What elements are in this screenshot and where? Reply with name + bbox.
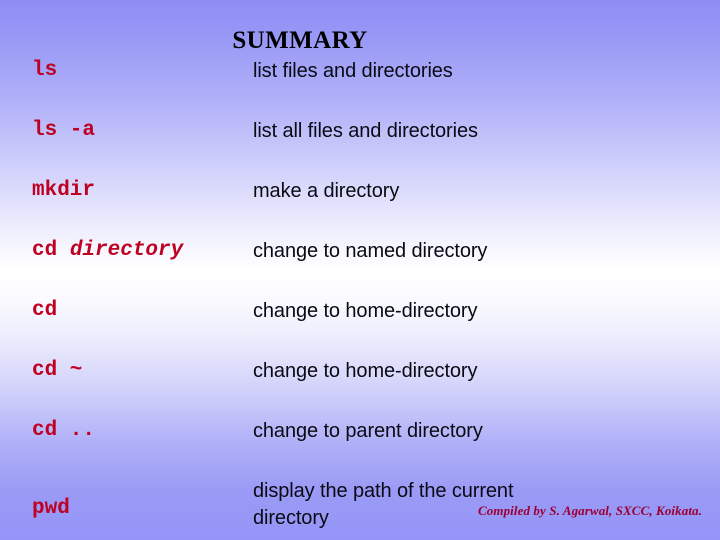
command-description: change to parent directory — [253, 418, 673, 445]
command-label: cd .. — [32, 418, 247, 444]
command-description: change to home-directory — [253, 358, 673, 385]
command-label: pwd — [32, 496, 247, 522]
table-row: cd directory change to named directory — [0, 238, 720, 298]
command-description: make a directory — [253, 178, 673, 205]
command-label: cd directory — [32, 238, 247, 264]
command-description: list files and directories — [253, 58, 673, 85]
command-description: change to named directory — [253, 238, 673, 265]
table-row: cd ~ change to home-directory — [0, 358, 720, 418]
table-row: ls list files and directories — [0, 58, 720, 118]
description-line-1: change to parent directory — [253, 420, 483, 442]
command-text: ls — [32, 59, 58, 82]
description-line-1: make a directory — [253, 180, 400, 202]
table-row: cd change to home-directory — [0, 298, 720, 358]
command-label: cd ~ — [32, 358, 247, 384]
command-description: display the path of the current directory — [253, 478, 673, 532]
command-description: change to home-directory — [253, 298, 673, 325]
command-text: cd — [32, 239, 70, 262]
command-text: cd .. — [32, 419, 96, 442]
command-text: mkdir — [32, 179, 96, 202]
slide-footer-credit: Compiled by S. Agarwal, SXCC, Koikata. — [478, 503, 702, 518]
table-row: ls -a list all files and directories — [0, 118, 720, 178]
description-line-1: change to home-directory — [253, 360, 478, 382]
command-text: pwd — [32, 497, 70, 520]
page-title: SUMMARY — [232, 27, 368, 54]
table-row: pwd display the path of the current direc… — [0, 472, 720, 532]
description-line-1: change to named directory — [253, 240, 488, 262]
description-line-1: list all files and directories — [253, 120, 478, 142]
command-description: list all files and directories — [253, 118, 673, 145]
table-row: cd .. change to parent directory — [0, 418, 720, 478]
command-label: mkdir — [32, 178, 247, 204]
command-label: cd — [32, 298, 247, 324]
command-text: cd — [32, 299, 58, 322]
command-label: ls -a — [32, 118, 247, 144]
table-row: mkdir make a directory — [0, 178, 720, 238]
description-line-1: change to home-directory — [253, 300, 478, 322]
description-line-1: list files and directories — [253, 60, 453, 82]
description-line-1: display the path of the current — [253, 480, 514, 502]
description-line-2: directory — [253, 507, 329, 529]
command-text: ls -a — [32, 119, 96, 142]
command-argument: directory — [69, 239, 184, 262]
command-label: ls — [32, 58, 247, 84]
command-text: cd ~ — [32, 359, 83, 382]
